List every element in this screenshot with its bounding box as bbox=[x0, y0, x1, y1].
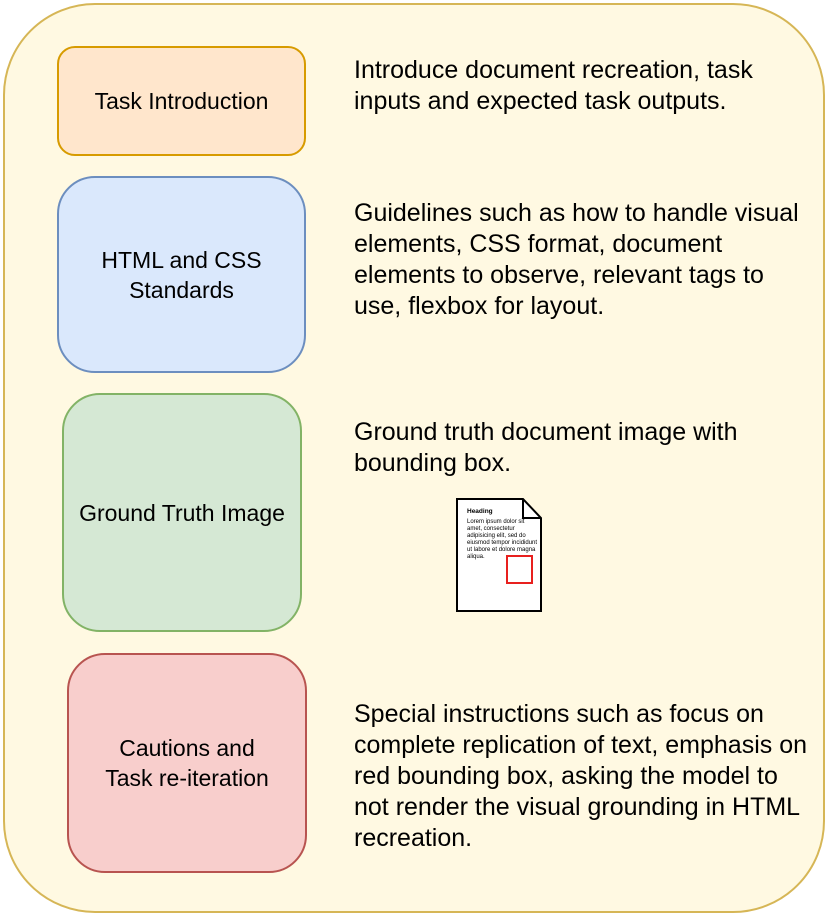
document-icon-heading: Heading bbox=[467, 508, 493, 515]
cautions-description: Special instructions such as focus on co… bbox=[354, 700, 808, 852]
html-css-standards-box: HTML and CSS Standards bbox=[57, 176, 306, 373]
ground-truth-image-label: Ground Truth Image bbox=[79, 499, 285, 526]
cautions-box: Cautions and Task re-iteration bbox=[67, 653, 307, 873]
document-icon-body: Lorem ipsum dolor sit amet, consectetur … bbox=[467, 519, 538, 560]
html-css-standards-label: HTML and CSS Standards bbox=[101, 246, 262, 303]
red-bounding-box bbox=[506, 555, 533, 584]
task-introduction-description: Introduce document recreation, task inpu… bbox=[354, 56, 753, 115]
html-css-standards-description: Guidelines such as how to handle visual … bbox=[354, 199, 799, 320]
cautions-label: Cautions and Task re-iteration bbox=[105, 735, 269, 791]
task-introduction-box: Task Introduction bbox=[57, 46, 306, 156]
ground-truth-description: Ground truth document image with boundin… bbox=[354, 418, 738, 477]
ground-truth-image-box: Ground Truth Image bbox=[62, 393, 302, 632]
document-icon-content: Heading Lorem ipsum dolor sit amet, cons… bbox=[467, 508, 539, 561]
task-introduction-label: Task Introduction bbox=[94, 88, 269, 114]
